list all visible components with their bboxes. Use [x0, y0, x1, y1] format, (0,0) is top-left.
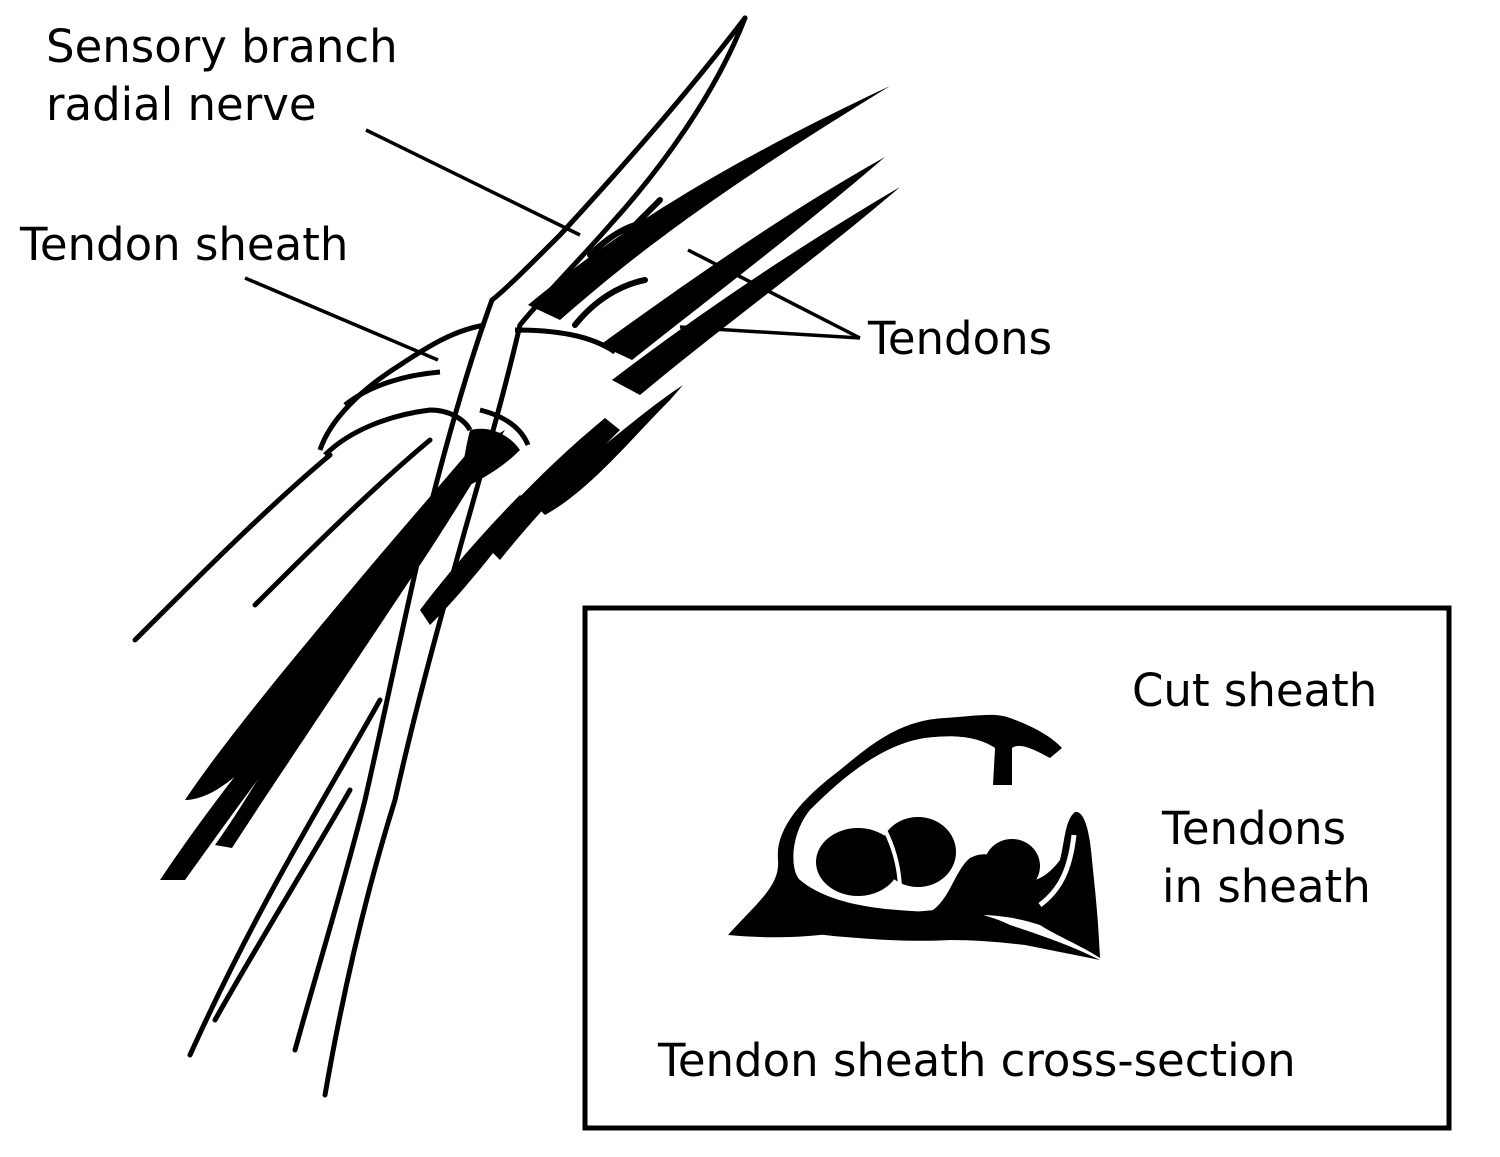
- leader-tendon-lower: [679, 325, 861, 340]
- tendon-bundle: [420, 86, 900, 625]
- label-sensory-branch-radial-nerve: Sensory branch radial nerve: [46, 18, 398, 134]
- sheath-dark-lumen: [460, 428, 520, 490]
- tendon-2: [880, 817, 956, 887]
- cut-sheath-outline: [728, 714, 1100, 958]
- leader-nerve: [365, 128, 581, 237]
- forearm-outline: [132, 437, 433, 643]
- label-sensory-line1: Sensory branch: [46, 20, 398, 73]
- inset-frame: [582, 605, 1452, 1131]
- leader-sheath: [244, 276, 439, 362]
- radial-nerve: [187, 15, 748, 1098]
- inset-caption: Tendon sheath cross-section: [658, 1034, 1296, 1087]
- label-tendons-in-sheath-line1: Tendons: [1162, 802, 1347, 855]
- leader-lines: [244, 128, 861, 362]
- leader-tendon-upper: [687, 248, 861, 340]
- deep-tendon-strip: [160, 660, 340, 880]
- tendon-sheath: [317, 322, 617, 457]
- label-tendon-sheath: Tendon sheath: [20, 218, 349, 271]
- cross-section: [728, 714, 1100, 960]
- label-tendons: Tendons: [868, 312, 1053, 365]
- label-tendons-in-sheath: Tendons in sheath: [1162, 800, 1371, 916]
- label-tendons-in-sheath-line2: in sheath: [1162, 860, 1371, 913]
- label-sensory-line2: radial nerve: [46, 78, 317, 131]
- tendon-divider: [883, 829, 902, 893]
- tendon-1: [816, 828, 900, 896]
- label-cut-sheath: Cut sheath: [1132, 664, 1378, 717]
- tendon-3: [984, 839, 1040, 893]
- connective-tissue-base: [775, 909, 1100, 960]
